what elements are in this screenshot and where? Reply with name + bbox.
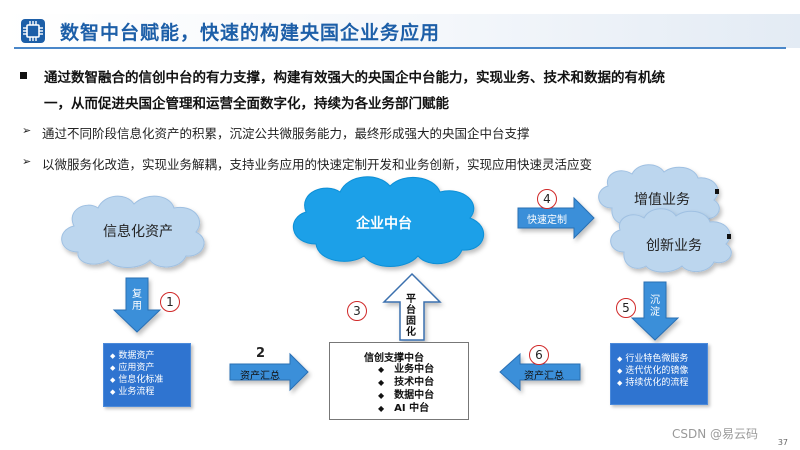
left-box-item: 应用资产 xyxy=(110,362,190,374)
arrow-settle-label: 沉淀 xyxy=(650,295,660,318)
intro-point-2: 以微服务化改造，实现业务解耦，支持业务应用的快速定制开发和业务创新，实现应用快速… xyxy=(42,157,593,172)
intro-line-2: 一，从而促进央国企管理和运营全面数字化，持续为各业务部门赋能 xyxy=(44,96,449,112)
marker-dot xyxy=(715,189,719,194)
arrow-fast-right xyxy=(517,196,595,240)
arrow-aggregate-right-left xyxy=(499,352,581,392)
arrow-settle-down xyxy=(630,281,680,341)
marker-dot xyxy=(727,234,731,239)
center-box-item: AI 中台 xyxy=(378,402,434,415)
cloud-center-label: 企业中台 xyxy=(356,216,412,232)
center-box-item: 数据中台 xyxy=(378,389,434,402)
step-4-badge: 4 xyxy=(537,189,557,209)
step-1-badge: 1 xyxy=(160,292,180,312)
arrow-aggregate-left-label: 资产汇总 xyxy=(240,371,280,382)
left-box-item: 业务流程 xyxy=(110,386,190,398)
cloud-center xyxy=(292,176,485,267)
left-box-item: 信息化标准 xyxy=(110,374,190,386)
center-platform-box: 信创支撑中台 业务中台 技术中台 数据中台 AI 中台 xyxy=(329,342,469,420)
center-box-item: 业务中台 xyxy=(378,363,434,376)
arrowhead-bullet-icon: ➢ xyxy=(22,155,32,168)
cloud-right-bottom xyxy=(610,208,732,273)
left-box-item: 数据资产 xyxy=(110,350,190,362)
cloud-left xyxy=(61,195,205,268)
square-bullet-icon xyxy=(20,72,27,79)
arrow-reuse-down xyxy=(112,277,162,333)
step-2-badge: 2 xyxy=(256,346,266,361)
arrow-fast-label: 快速定制 xyxy=(527,215,567,226)
arrowhead-bullet-icon: ➢ xyxy=(22,124,32,137)
step-3-badge: 3 xyxy=(347,301,367,321)
intro-point-1: 通过不同阶段信息化资产的积累，沉淀公共微服务能力，最终形成强大的央国企中台支撑 xyxy=(42,126,530,141)
arrow-platform-label: 平台固化 xyxy=(406,294,416,338)
page-title: 数智中台赋能，快速的构建央国企业务应用 xyxy=(60,22,441,44)
arrow-aggregate-left-right xyxy=(229,352,309,392)
arrow-reuse-label: 复用 xyxy=(132,289,142,312)
intro-line-1: 通过数智融合的信创中台的有力支撑，构建有效强大的央国企中台能力，实现业务、技术和… xyxy=(44,70,665,86)
right-service-box: 行业特色微服务 迭代优化的镜像 持续优化的流程 xyxy=(610,343,708,405)
left-asset-box: 数据资产 应用资产 信息化标准 业务流程 xyxy=(103,343,191,407)
step-6-badge: 6 xyxy=(529,345,549,365)
center-box-item: 技术中台 xyxy=(378,376,434,389)
header-divider xyxy=(14,47,786,49)
cloud-right-top-label: 增值业务 xyxy=(634,192,690,208)
watermark: CSDN @易云码 xyxy=(671,427,758,441)
arrow-platform-up xyxy=(382,272,442,341)
cloud-right-bottom-label: 创新业务 xyxy=(646,238,702,254)
header-band xyxy=(0,14,800,48)
chip-icon xyxy=(21,19,45,43)
right-box-item: 持续优化的流程 xyxy=(617,377,707,389)
step-5-badge: 5 xyxy=(616,298,636,318)
right-box-item: 迭代优化的镜像 xyxy=(617,365,707,377)
arrow-aggregate-right-label: 资产汇总 xyxy=(524,371,564,382)
cloud-left-label: 信息化资产 xyxy=(103,224,173,240)
right-box-item: 行业特色微服务 xyxy=(617,353,707,365)
page-number: 37 xyxy=(777,438,788,447)
center-box-title: 信创支撑中台 xyxy=(364,353,424,364)
